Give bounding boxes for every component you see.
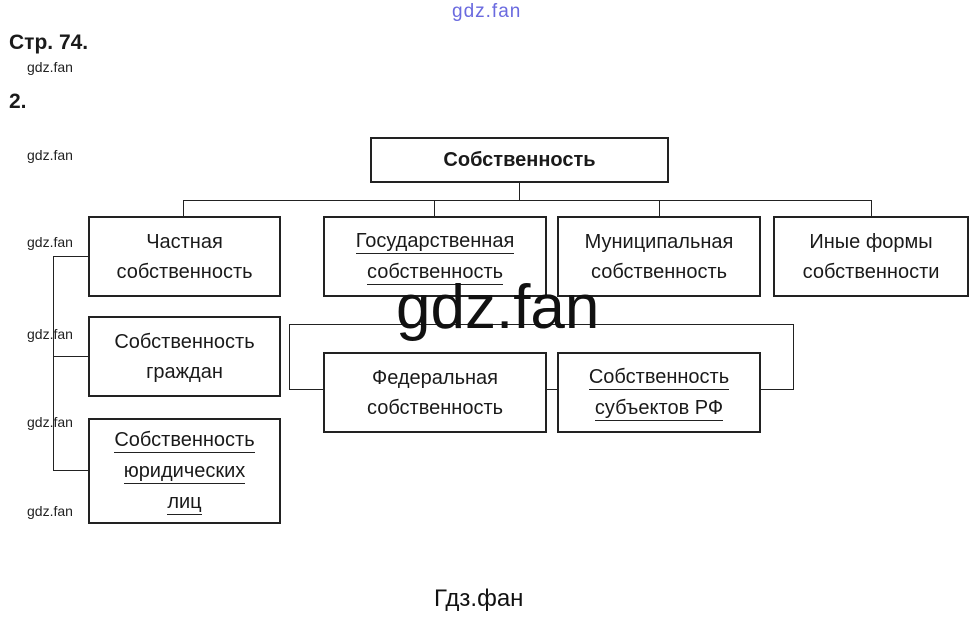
box-label: юридических [123,459,246,484]
task-number: 2. [9,90,27,113]
box-label: Муниципальная [584,230,734,253]
box-label: собственность [366,396,504,419]
box-other: Иные формы собственности [773,216,969,297]
box-legal-entities: Собственность юридических лиц [88,418,281,524]
box-label: собственности [802,260,940,283]
box-state: Государственная собственность [323,216,547,297]
box-federal: Федеральная собственность [323,352,547,433]
box-label: собственность [590,260,728,283]
box-label: собственность [366,260,504,285]
box-label: Иные формы [809,230,933,253]
watermark: gdz.fan [27,414,73,430]
connector [434,200,435,216]
box-citizens: Собственность граждан [88,316,281,397]
box-label: Собственность [114,330,255,353]
box-root: Собственность [370,137,669,183]
connector [871,200,872,216]
connector [183,200,184,216]
box-label: Собственность [443,149,596,171]
box-label: субъектов РФ [594,396,724,421]
box-label: Собственность [588,365,730,390]
connector [53,256,54,470]
connector [183,200,872,201]
watermark: gdz.fan [27,234,73,250]
connector [53,256,88,257]
watermark: gdz.fan [27,59,73,75]
box-label: граждан [146,360,223,383]
box-label: Частная [146,230,223,253]
watermark: gdz.fan [27,326,73,342]
watermark-top: gdz.fan [452,1,522,22]
box-private: Частная собственность [88,216,281,297]
watermark: gdz.fan [27,147,73,163]
connector [519,182,520,200]
connector [659,200,660,216]
page-number: Стр. 74. [9,31,89,54]
box-label: лиц [167,490,202,515]
watermark-big: gdz.fan [396,273,600,342]
connector [53,356,88,357]
connector [53,470,88,471]
box-label: Государственная [355,229,515,254]
box-label: Федеральная [371,366,498,389]
box-label: собственность [116,260,253,283]
box-label: Собственность [114,428,255,453]
watermark: gdz.fan [27,503,73,519]
box-municipal: Муниципальная собственность [557,216,761,297]
watermark-bottom: Гдз.фан [434,585,524,612]
box-subjects: Собственность субъектов РФ [557,352,761,433]
